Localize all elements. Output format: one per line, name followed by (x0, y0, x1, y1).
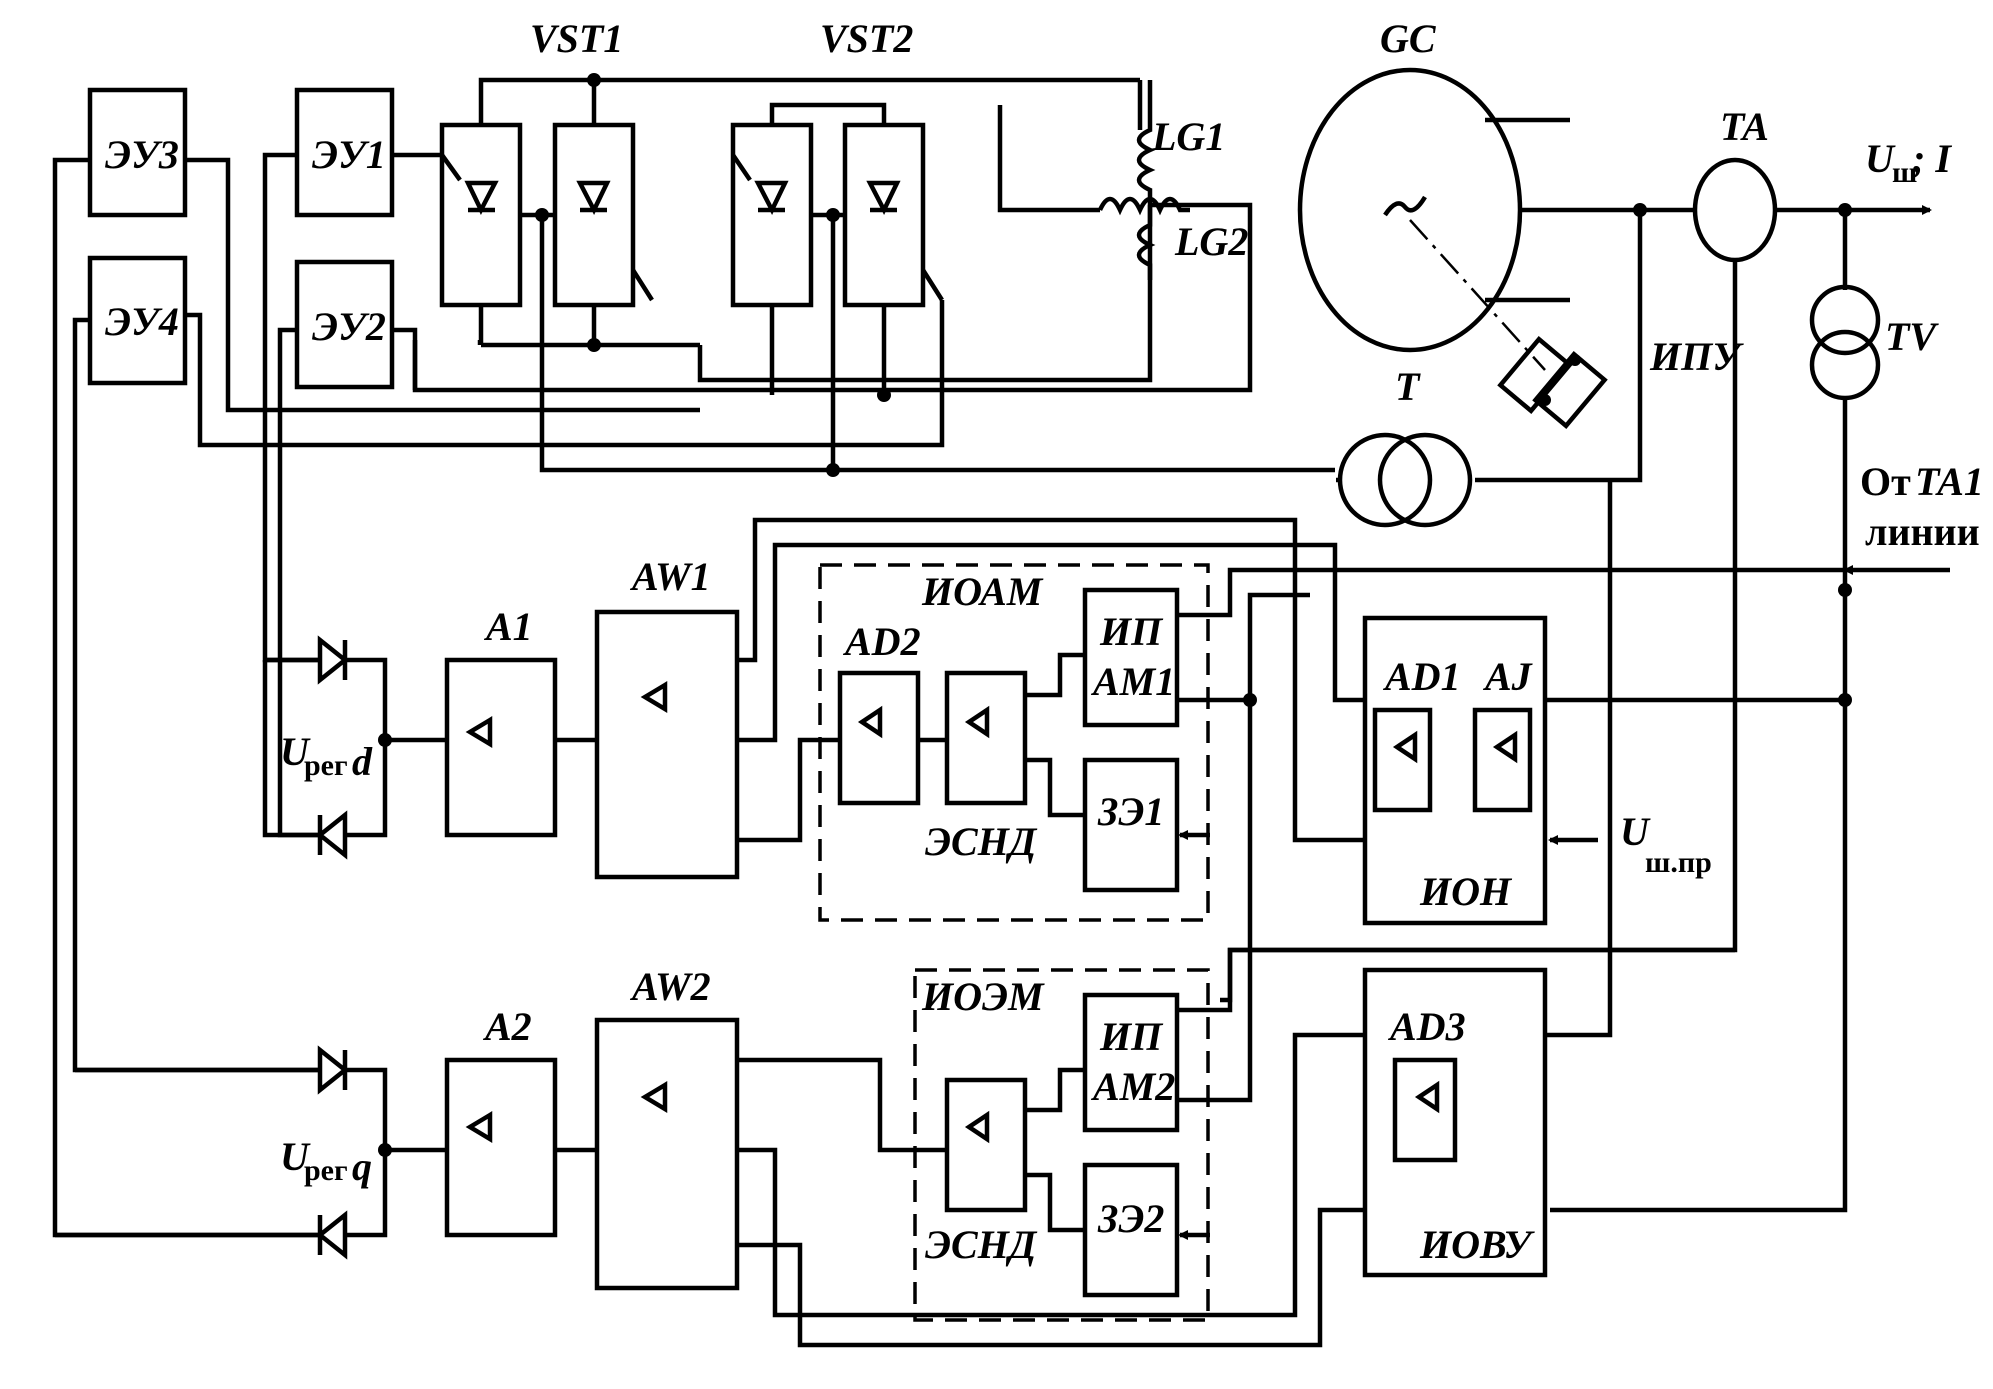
eu4-label: ЭУ4 (105, 299, 179, 344)
ip-am2-block (1082, 992, 1180, 1133)
ad3-block (1392, 1057, 1458, 1163)
aj-amplifier-icon (1492, 730, 1518, 764)
a2-amplifier-icon (465, 1111, 493, 1143)
ad2-amplifier-icon (857, 705, 883, 739)
gc-generator (1297, 67, 1640, 430)
ad2-block (837, 670, 921, 806)
bridge-wiring (412, 80, 1335, 473)
ioem-dashed-group (913, 968, 1210, 1322)
aj-block (1472, 707, 1533, 813)
ush-pr-sub: ш.пр (1645, 846, 1712, 879)
ioem-label: ИОЭМ (921, 974, 1045, 1019)
eu3-block (87, 87, 188, 218)
ad2-label: AD2 (842, 619, 921, 664)
aw2-summing-block (594, 1017, 740, 1291)
iovu-block (1362, 967, 1548, 1278)
ioam-dashed-group (818, 563, 1210, 922)
ip-am1-block (1082, 587, 1180, 728)
from-ta1-line: линии (1865, 509, 1980, 554)
ip-am1-label-1: ИП (1099, 609, 1164, 654)
d-channel-diodes (262, 635, 447, 860)
ush-pr-u: U (1620, 809, 1651, 854)
ta-current-transformer (1692, 157, 1778, 263)
aw2-amplifier-icon (640, 1081, 668, 1113)
esnd2-amplifier-icon (964, 1110, 990, 1144)
eu1-label: ЭУ1 (312, 132, 386, 177)
esnd2-wiring (1025, 1067, 1085, 1233)
esnd2-label: ЭСНД (925, 1222, 1038, 1267)
q-channel-diodes (55, 1045, 447, 1260)
aw1-label: AW1 (629, 554, 711, 599)
aw1-amplifier-icon (640, 681, 668, 713)
a1-label: A1 (483, 604, 533, 649)
ad1-block (1372, 707, 1433, 813)
aw1-summing-block (594, 609, 740, 880)
aw2-label: AW2 (629, 964, 711, 1009)
from-ta1-prefix: От (1860, 459, 1911, 504)
eu1-block (294, 87, 395, 218)
esnd1-label: ЭСНД (925, 819, 1038, 864)
ureg-d-u: U (280, 729, 311, 774)
ureg-d-sub: рег (304, 749, 348, 782)
ad1-amplifier-icon (1392, 730, 1418, 764)
tv-voltage-transformer-upper (1809, 284, 1881, 356)
output-u-subscript: ш (1892, 156, 1917, 189)
ad1-label: AD1 (1382, 654, 1461, 699)
gc-label: GC (1380, 16, 1437, 61)
ioam-label: ИОАМ (921, 569, 1044, 614)
lg-field-windings (1097, 80, 1190, 280)
ze2-block (1082, 1162, 1180, 1298)
eu2-block (294, 259, 395, 390)
a1-amplifier-icon (465, 716, 493, 748)
ureg-q-u: U (280, 1134, 311, 1179)
a1-amplifier-block (444, 657, 558, 838)
esnd2-block (944, 1077, 1028, 1213)
iovu-label: ИОВУ (1419, 1222, 1535, 1267)
ad3-amplifier-icon (1414, 1080, 1440, 1114)
ipu-feedback-wire (1545, 480, 1613, 1038)
output-u-label: U (1865, 136, 1896, 181)
esnd1-block (944, 670, 1028, 806)
vst2-thyristor-bridge (730, 102, 944, 395)
ze1-block (1082, 757, 1180, 893)
ze1-label: ЗЭ1 (1097, 789, 1164, 834)
tv-label: TV (1885, 314, 1939, 359)
ip-am1-wiring (1177, 567, 1845, 1103)
from-ta1-name: TA1 (1915, 459, 1984, 504)
a2-label: A2 (482, 1004, 532, 1049)
lg1-label: LG1 (1151, 114, 1225, 159)
ureg-d-idx: d (352, 739, 373, 784)
ion-label: ИОН (1419, 869, 1513, 914)
lg2-label: LG2 (1174, 219, 1248, 264)
vst1-label: VST1 (530, 16, 623, 61)
t-label: T (1395, 364, 1421, 409)
ta-label: TA (1720, 104, 1769, 149)
output-i-label: ; I (1912, 136, 1952, 181)
ureg-q-idx: q (352, 1144, 372, 1189)
ion-block (1362, 615, 1548, 926)
ip-am1-label-2: AM1 (1090, 659, 1175, 704)
ad3-label: AD3 (1387, 1004, 1466, 1049)
main-bus (1220, 157, 1930, 1213)
ip-am2-label-1: ИП (1099, 1014, 1164, 1059)
aj-label: AJ (1482, 654, 1534, 699)
vst1-thyristor-bridge (439, 77, 1140, 348)
esnd1-wiring (1025, 652, 1085, 818)
a2-amplifier-block (444, 1057, 558, 1238)
vst2-label: VST2 (820, 16, 913, 61)
eu3-label: ЭУ3 (105, 132, 179, 177)
ipu-label: ИПУ (1649, 334, 1744, 379)
ze2-label: ЗЭ2 (1097, 1196, 1164, 1241)
t-transformer (1336, 432, 1473, 528)
eu2-label: ЭУ2 (312, 304, 386, 349)
ip-am2-label-2: AM2 (1090, 1064, 1175, 1109)
ureg-q-sub: рег (304, 1154, 348, 1187)
esnd1-amplifier-icon (964, 705, 990, 739)
